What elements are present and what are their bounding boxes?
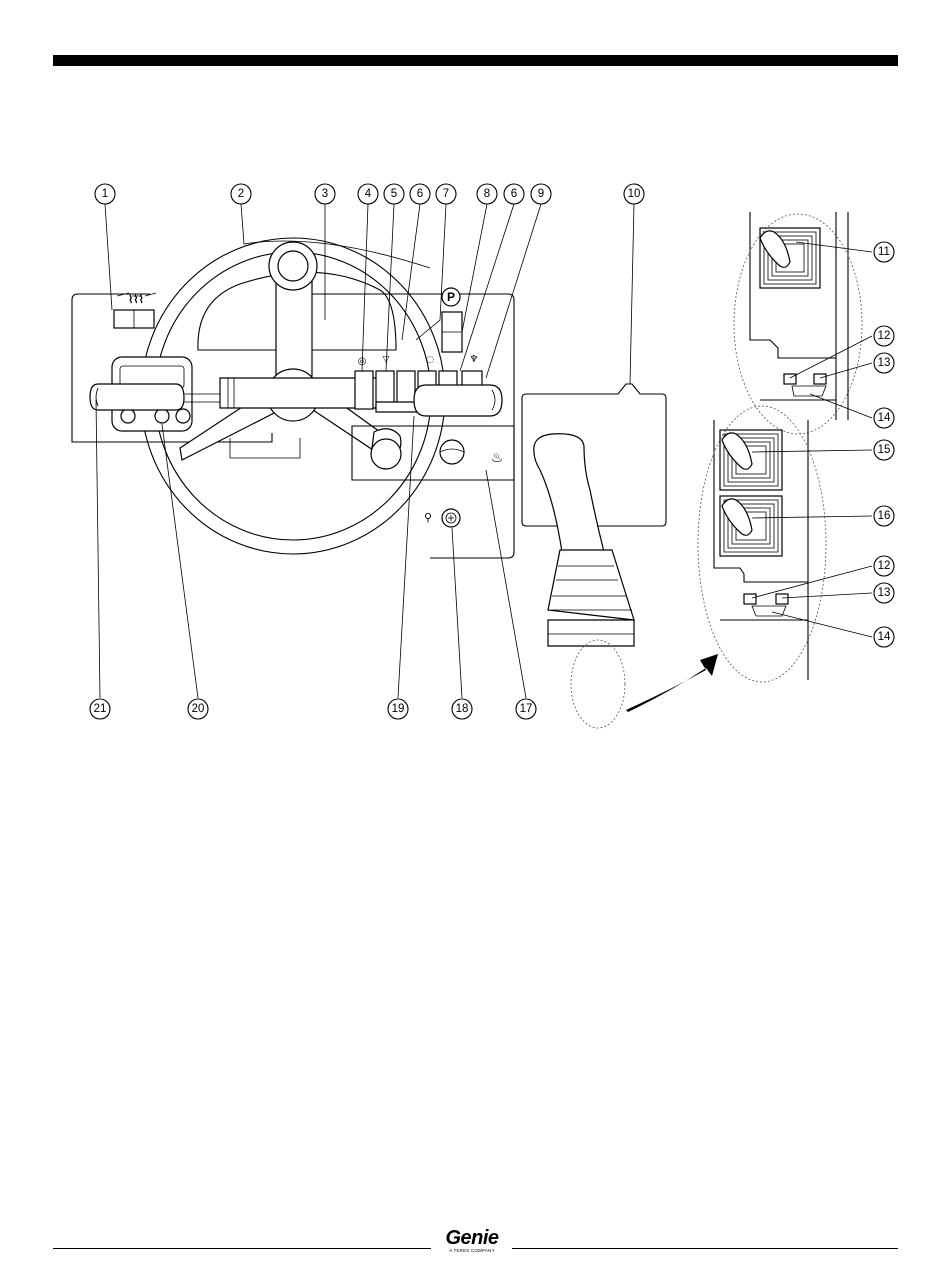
callout-6b: 6 (504, 184, 524, 204)
key-switch[interactable]: ⚲ (424, 509, 460, 527)
svg-text:6: 6 (511, 188, 517, 200)
parking-brake-icon: P (447, 290, 455, 304)
svg-text:13: 13 (878, 357, 891, 369)
joystick-detail-bottom (698, 406, 826, 682)
callout-7: 7 (436, 184, 456, 204)
callout-19: 19 (388, 699, 408, 719)
svg-text:8: 8 (484, 188, 490, 200)
ignition-switch[interactable] (440, 440, 464, 464)
key-icon: ⚲ (424, 511, 432, 524)
svg-text:5: 5 (391, 188, 397, 200)
svg-text:21: 21 (94, 703, 107, 715)
callout-21: 21 (90, 699, 110, 719)
svg-text:15: 15 (878, 444, 891, 456)
callout-6a: 6 (410, 184, 430, 204)
zoom-arrow (626, 654, 718, 712)
svg-text:1: 1 (102, 188, 108, 200)
svg-text:14: 14 (878, 631, 891, 643)
callout-8: 8 (477, 184, 497, 204)
svg-text:14: 14 (878, 412, 891, 424)
heater-icon: ♨ (491, 450, 504, 466)
callout-11: 11 (874, 242, 894, 262)
callout-17: 17 (516, 699, 536, 719)
horn-button[interactable] (371, 439, 401, 469)
callout-4: 4 (358, 184, 378, 204)
callout-18: 18 (452, 699, 472, 719)
svg-text:3: 3 (322, 188, 328, 200)
svg-text:13: 13 (878, 587, 891, 599)
callout-16: 16 (874, 506, 894, 526)
callout-12b: 12 (874, 556, 894, 576)
genie-logo: Genie A TEREX COMPANY (433, 1228, 511, 1254)
svg-text:17: 17 (520, 703, 533, 715)
parking-brake-switch[interactable]: P (442, 288, 462, 352)
horn-icon: ◌ (426, 355, 434, 365)
callout-14b: 14 (874, 627, 894, 647)
brand-name: Genie (433, 1228, 511, 1248)
callout-14a: 14 (874, 408, 894, 428)
left-stalk-lever[interactable] (90, 357, 220, 431)
right-stalk-lever[interactable] (376, 385, 502, 416)
callout-15: 15 (874, 440, 894, 460)
svg-text:4: 4 (365, 188, 372, 200)
joystick-console[interactable] (522, 384, 718, 728)
callout-3: 3 (315, 184, 335, 204)
svg-text:11: 11 (878, 246, 890, 258)
footer-rule-left (53, 1248, 431, 1249)
callout-9: 9 (531, 184, 551, 204)
callout-13b: 13 (874, 583, 894, 603)
steer-mode-switch[interactable]: ⌇⌇⌇ (114, 293, 156, 328)
callout-2: 2 (231, 184, 251, 204)
svg-text:9: 9 (538, 188, 544, 200)
svg-text:12: 12 (878, 560, 891, 572)
steer-mode-icon: ⌇⌇⌇ (128, 293, 144, 306)
svg-text:10: 10 (628, 188, 641, 200)
svg-text:2: 2 (238, 188, 244, 200)
svg-text:6: 6 (417, 188, 423, 200)
callout-13a: 13 (874, 353, 894, 373)
callout-5: 5 (384, 184, 404, 204)
svg-text:19: 19 (392, 703, 405, 715)
callout-20: 20 (188, 699, 208, 719)
svg-text:12: 12 (878, 330, 891, 342)
joystick-detail-top (734, 212, 862, 434)
svg-text:20: 20 (192, 703, 205, 715)
beacon-icon: ♆ (470, 354, 479, 365)
callout-10: 10 (624, 184, 644, 204)
footer-rule-right (512, 1248, 898, 1249)
svg-text:18: 18 (456, 703, 469, 715)
callout-12a: 12 (874, 326, 894, 346)
svg-text:16: 16 (878, 510, 891, 522)
svg-text:7: 7 (443, 188, 449, 200)
callout-1: 1 (95, 184, 115, 204)
